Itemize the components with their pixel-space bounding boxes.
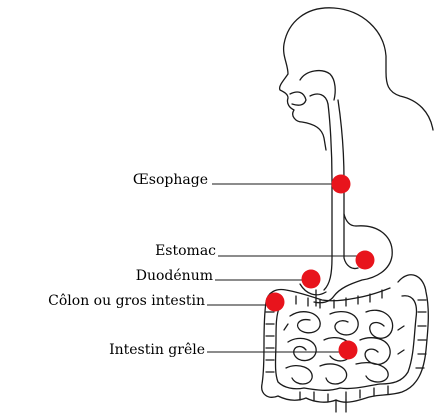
label-estomac: Estomac	[155, 243, 216, 259]
oral-cavity	[300, 71, 335, 100]
label-oesophage: Œsophage	[133, 172, 208, 188]
marker-duodenum	[302, 270, 321, 289]
marker-oesophage	[332, 175, 351, 194]
marker-colon	[266, 293, 285, 312]
label-duodenum: Duodénum	[136, 268, 213, 284]
head-outline	[280, 8, 433, 150]
marker-intestin-grele	[339, 341, 358, 360]
large-intestine-outline	[262, 275, 429, 402]
pharynx	[310, 94, 328, 104]
label-colon: Côlon ou gros intestin	[48, 293, 205, 309]
mouth-interior	[290, 92, 306, 105]
marker-estomac	[356, 251, 375, 270]
esophagus-left-wall	[324, 104, 332, 290]
label-intestin-grele: Intestin grêle	[109, 342, 205, 358]
esophagus-right-wall	[338, 100, 356, 226]
